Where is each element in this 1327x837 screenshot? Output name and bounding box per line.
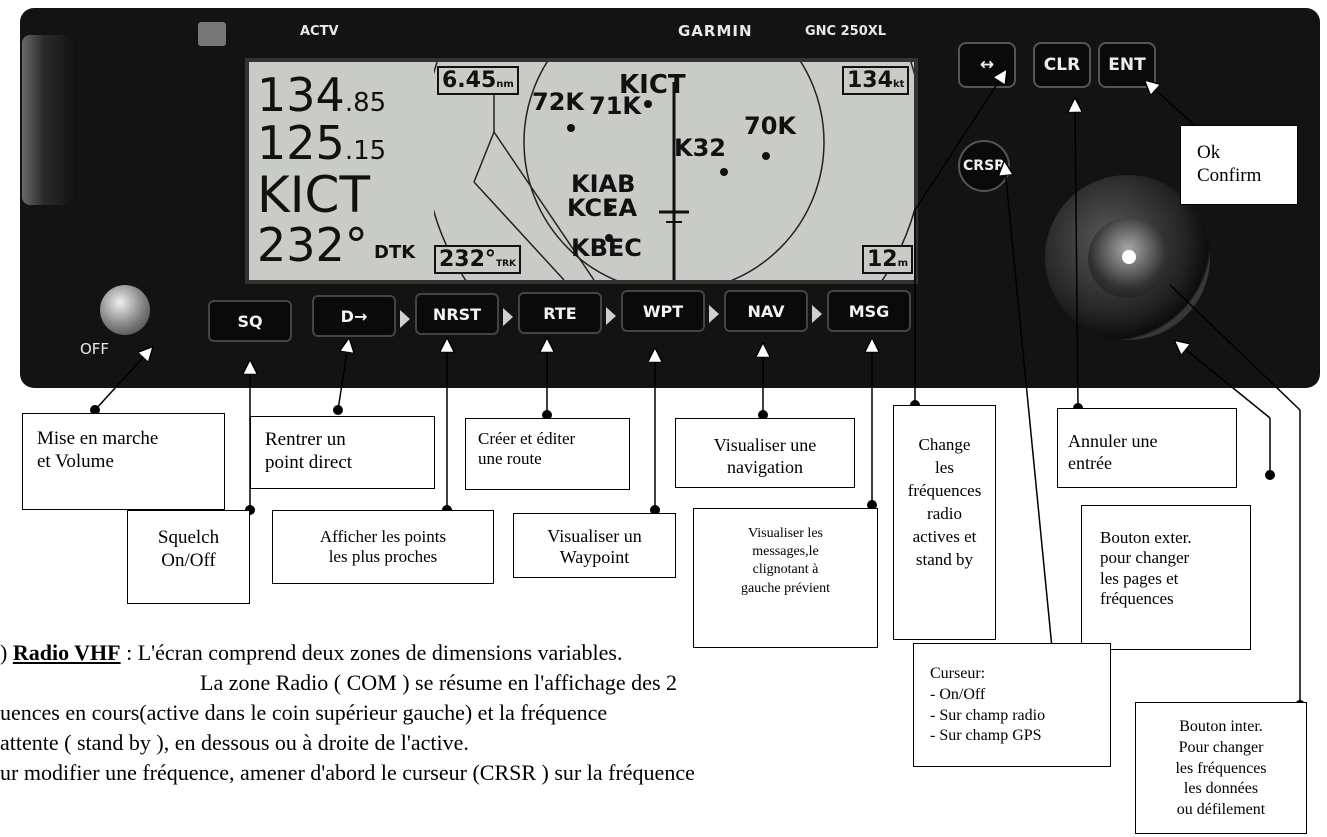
- map-label-k32: K32: [674, 134, 726, 162]
- paragraph-line-5: ur modifier une fréquence, amener d'abor…: [0, 760, 695, 785]
- callout-annuler: Annuler une entrée: [1057, 408, 1237, 488]
- map-label-kcea: KCEA: [567, 194, 638, 222]
- map-label-kict: KICT: [619, 70, 686, 100]
- ete-box: 12m: [862, 245, 914, 274]
- standby-frequency: 125.15: [257, 116, 387, 170]
- model-label: GNC 250XL: [805, 24, 887, 39]
- callout-bouton-inter: Bouton inter. Pour changer les fréquence…: [1135, 702, 1307, 834]
- arrow-right-icon: [606, 307, 616, 325]
- arrow-right-icon: [400, 310, 410, 328]
- wpt-button[interactable]: WPT: [621, 290, 705, 332]
- actv-label: ACTV: [300, 24, 339, 39]
- connector-icon: [198, 22, 226, 46]
- distance-box: 6.45nm: [437, 66, 519, 95]
- section-heading: Radio VHF: [12, 640, 121, 665]
- paragraph-line-1: ) Radio VHF : L'écran comprend deux zone…: [0, 640, 623, 665]
- map-label-72k: 72K: [532, 88, 584, 116]
- callout-mise-en-marche: Mise en marche et Volume: [22, 413, 225, 510]
- moving-map: [434, 62, 914, 280]
- msg-button[interactable]: MSG: [827, 290, 911, 332]
- groundspeed-box: 134kt: [842, 66, 910, 95]
- callout-visualiser-waypoint: Visualiser un Waypoint: [513, 513, 676, 578]
- callout-squelch: Squelch On/Off: [127, 510, 250, 604]
- nrst-button[interactable]: NRST: [415, 293, 499, 335]
- arrow-right-icon: [503, 308, 513, 326]
- callout-afficher-points: Afficher les points les plus proches: [272, 510, 494, 584]
- map-label-71k: 71K: [589, 92, 641, 120]
- callout-bouton-exter: Bouton exter. pour changer les pages et …: [1081, 505, 1251, 650]
- off-label: OFF: [80, 340, 110, 358]
- message-indicator-arrow-icon: [812, 305, 822, 323]
- track-box: 232°TRK: [434, 245, 521, 274]
- dtk-label: DTK: [374, 242, 416, 263]
- arrow-right-icon: [709, 305, 719, 323]
- lcd-screen: 134.85 125.15 KICT 232° DTK KICT 72K 71K…: [245, 58, 918, 284]
- sq-button[interactable]: SQ: [208, 300, 292, 342]
- waypoint-name: KICT: [257, 166, 370, 224]
- map-label-70k: 70K: [744, 112, 796, 140]
- brand-logo: GARMIN: [678, 22, 753, 40]
- active-frequency: 134.85: [257, 68, 387, 122]
- clr-button[interactable]: CLR: [1033, 42, 1091, 88]
- paragraph-line-4: attente ( stand by ), en dessous ou à dr…: [0, 730, 469, 755]
- inner-knob-dot: [1122, 250, 1136, 264]
- nav-button[interactable]: NAV: [724, 290, 808, 332]
- callout-curseur: Curseur: - On/Off - Sur champ radio - Su…: [913, 643, 1111, 767]
- callout-creer-route: Créer et éditer une route: [465, 418, 630, 490]
- paragraph-line-2: La zone Radio ( COM ) se résume en l'aff…: [200, 670, 678, 695]
- paragraph-line-3: uences en cours(active dans le coin supé…: [0, 700, 608, 725]
- left-side-knob: [22, 35, 77, 205]
- ent-button[interactable]: ENT: [1098, 42, 1156, 88]
- callout-visualiser-navigation: Visualiser une navigation: [675, 418, 855, 488]
- map-label-kbec: KBEC: [571, 234, 642, 262]
- callout-change-frequences: Change les fréquences radio actives et s…: [893, 405, 996, 640]
- direct-to-button[interactable]: D→: [312, 295, 396, 337]
- desired-track-value: 232°: [257, 218, 368, 272]
- gps-radio-device: ACTV GARMIN GNC 250XL 134.85 125.15 KICT…: [0, 0, 1327, 395]
- callout-visualiser-messages: Visualiser les messages,le clignotant à …: [693, 508, 878, 648]
- callout-ok-confirm: Ok Confirm: [1180, 125, 1298, 205]
- power-volume-knob[interactable]: [100, 285, 150, 335]
- callout-rentrer-point: Rentrer un point direct: [250, 416, 435, 489]
- map-label-kiab: KIAB: [571, 170, 636, 198]
- rte-button[interactable]: RTE: [518, 292, 602, 334]
